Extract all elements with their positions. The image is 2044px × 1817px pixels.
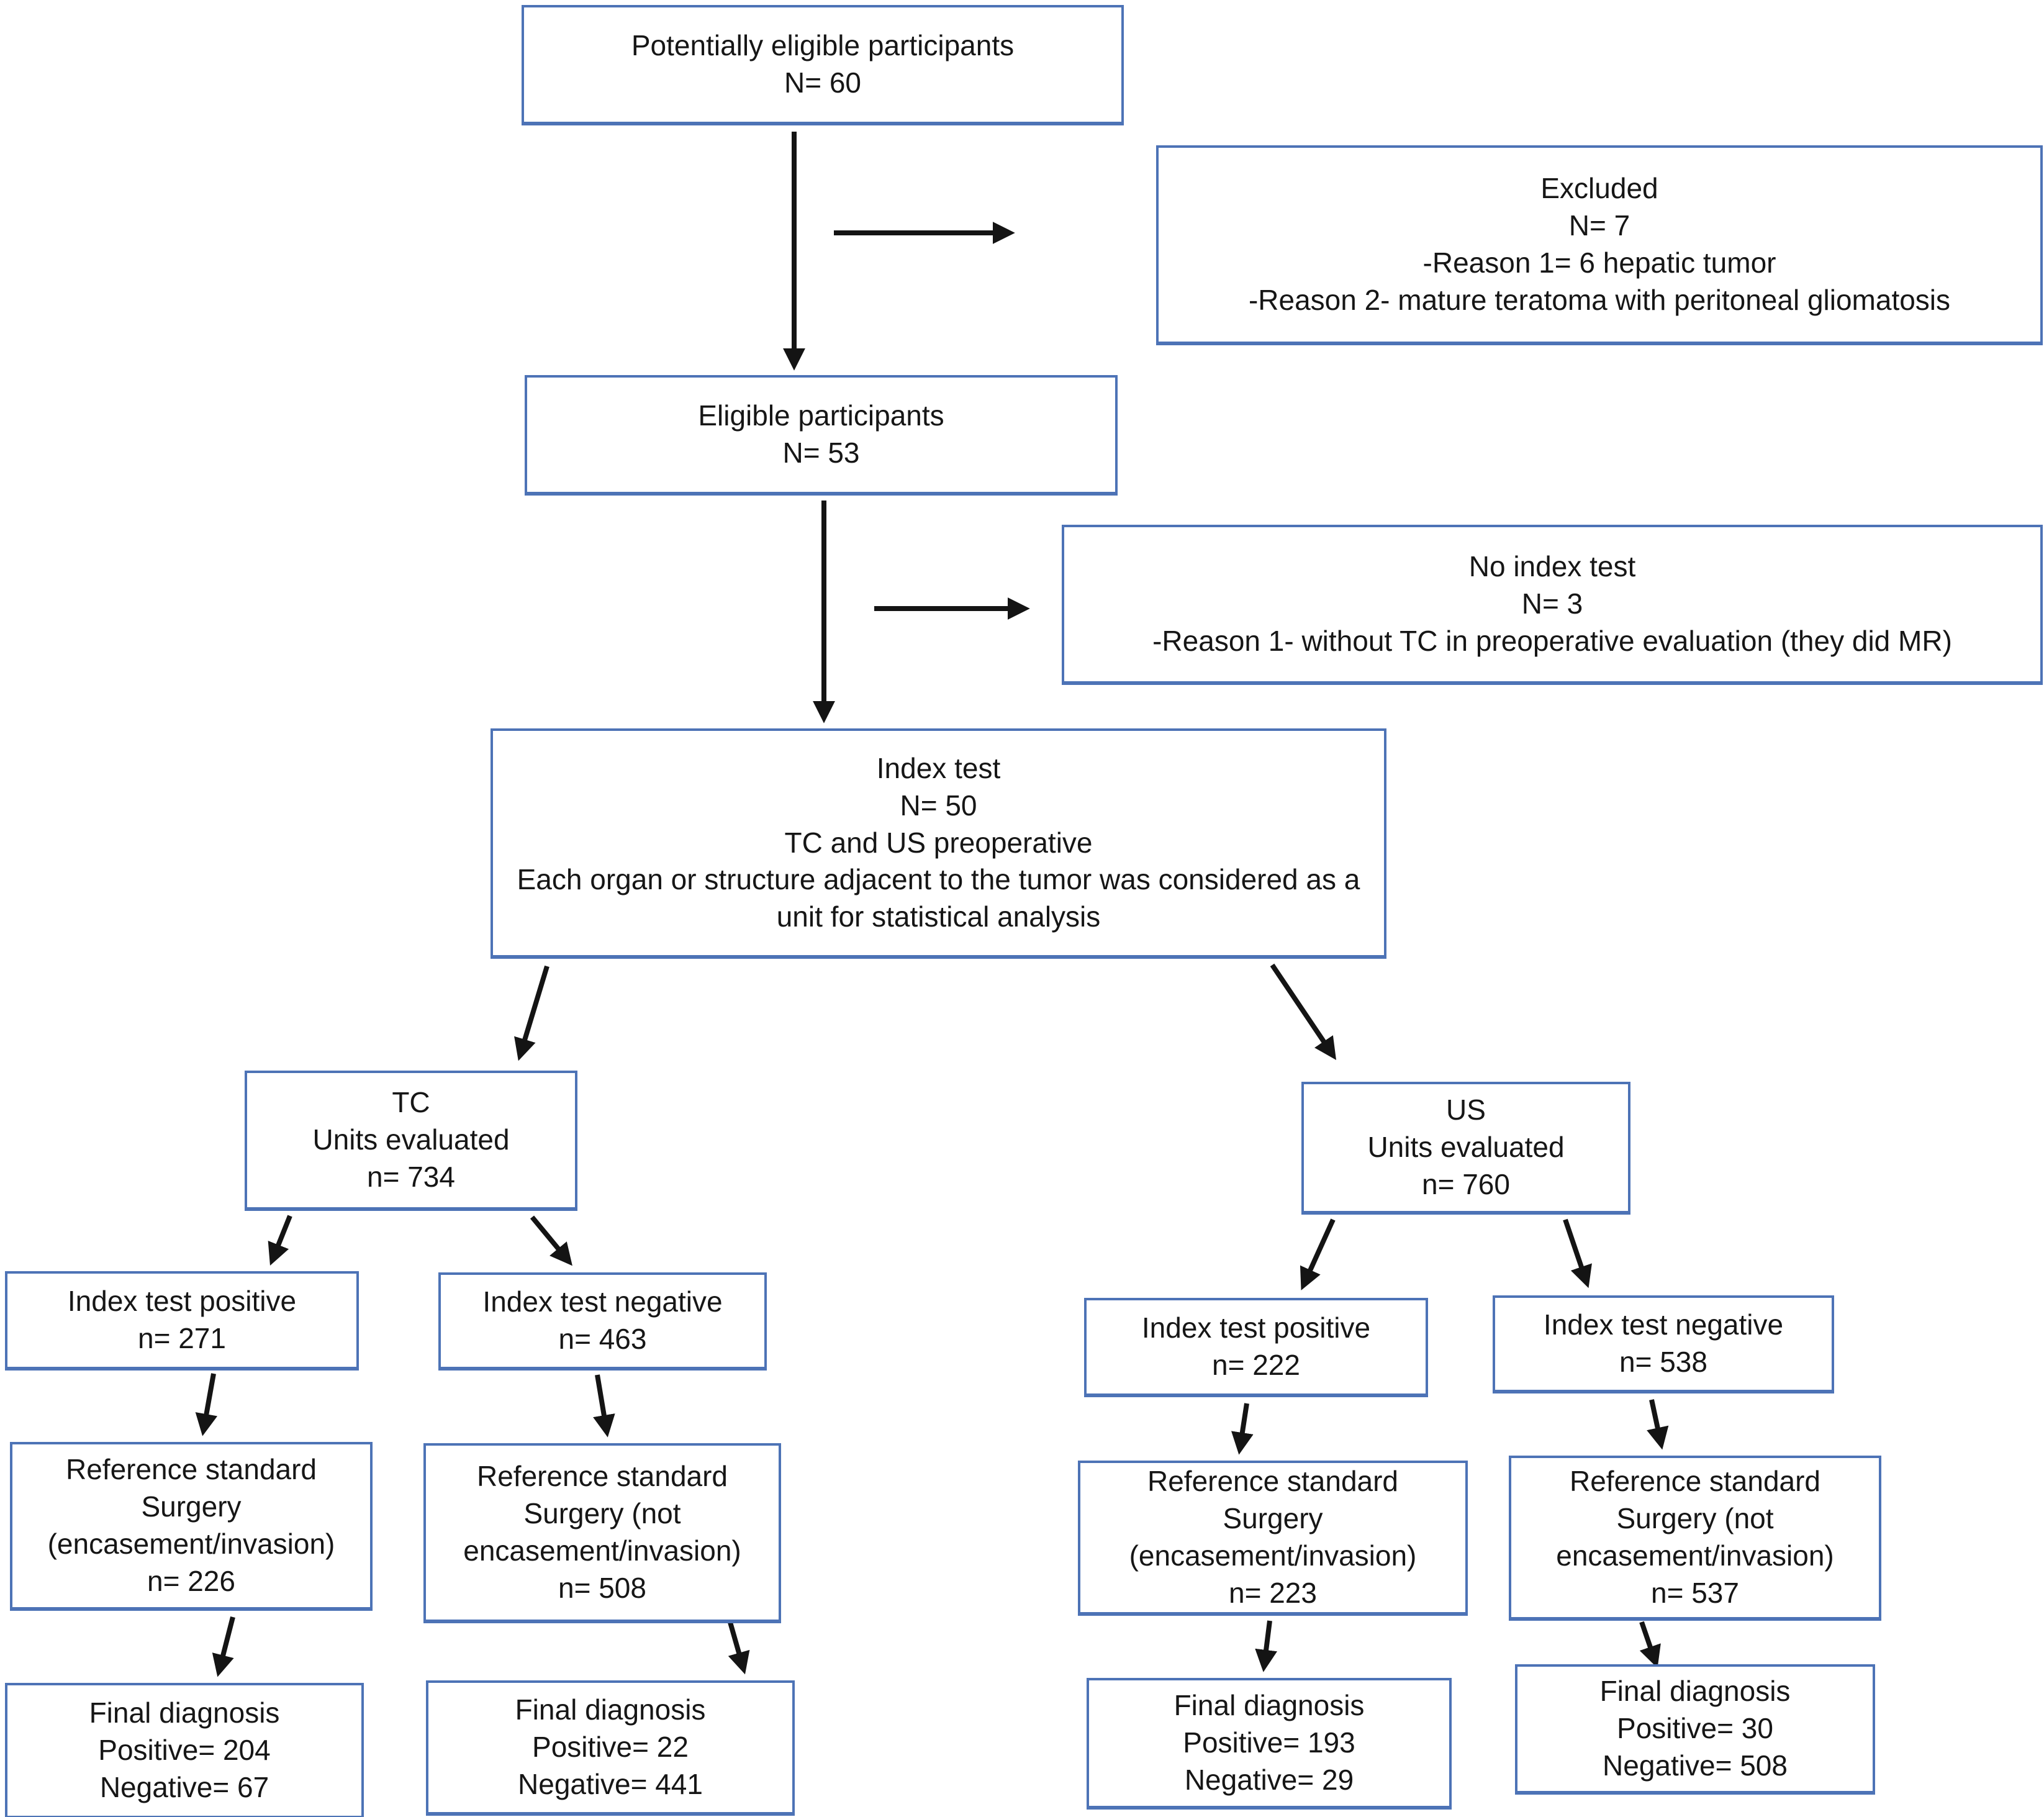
box-text-line: Positive= 193 [1183,1726,1355,1759]
box-text-line: Positive= 30 [1617,1712,1773,1745]
arrow-us-negative-to-reference [1647,1399,1669,1450]
box-us-index-test-negative: Index test negative n= 538 [1493,1295,1834,1393]
box-text-line: Units evaluated [312,1123,510,1156]
arrow-tc-negative-to-reference [593,1374,615,1438]
box-text-line: Index test positive [1141,1312,1371,1344]
box-text-line: N= 7 [1568,209,1630,242]
box-text-line: Excluded [1540,172,1658,205]
box-text-line: Each organ or structure adjacent to the … [517,863,1360,933]
box-text-line: -Reason 1= 6 hepatic tumor [1422,247,1776,279]
arrow-us-to-index-positive [1300,1218,1336,1290]
box-no-index-test: No index test N= 3 -Reason 1- without TC i… [1062,525,2043,685]
box-excluded: Excluded N= 7 -Reason 1= 6 hepatic tumor -R… [1156,145,2043,345]
box-text-line: US [1446,1094,1486,1126]
arrow-tc-to-index-positive [268,1215,292,1266]
box-text-line: Final diagnosis [1599,1675,1791,1708]
box-text-line: N= 50 [900,789,977,822]
box-text-line: Surgery [141,1490,242,1523]
box-text-line: Final diagnosis [515,1693,706,1726]
box-tc-index-test-negative: Index test negative n= 463 [438,1272,767,1371]
arrow-us-positive-to-final [1255,1620,1277,1672]
box-text-line: Surgery (not [1616,1502,1774,1535]
arrow-tc-negative-to-final [726,1615,750,1675]
arrow-us-negative-to-final [1639,1621,1661,1669]
box-text-line: n= 537 [1651,1576,1739,1609]
box-text-line: Reference standard [65,1453,317,1486]
box-text-line: Eligible participants [698,399,944,432]
box-text-line: n= 538 [1619,1346,1707,1378]
box-text-line: Negative= 508 [1603,1749,1788,1782]
box-text-line: Positive= 204 [98,1734,271,1767]
arrow-us-positive-to-reference [1231,1403,1254,1455]
box-text-line: Index test negative [482,1285,723,1318]
box-text-line: Reference standard [476,1460,728,1493]
box-text-line: n= 463 [558,1323,647,1355]
box-text-line: N= 3 [1521,587,1583,620]
box-text-line: encasement/invasion) [1556,1539,1834,1572]
box-text-line: Negative= 441 [518,1767,703,1800]
box-text-line: TC and US preoperative [784,826,1093,859]
box-text-line: Negative= 67 [99,1770,269,1803]
arrow-tc-to-index-negative [530,1215,572,1266]
box-eligible: Eligible participants N= 53 [525,375,1118,496]
box-text-line: n= 223 [1229,1576,1317,1609]
box-text-line: n= 760 [1422,1167,1510,1200]
box-text-line: Index test positive [67,1285,297,1318]
box-text-line: Final diagnosis [89,1697,280,1729]
arrow-tc-positive-to-final [212,1616,235,1677]
box-text-line: Final diagnosis [1173,1689,1365,1722]
box-text-line: TC [392,1086,430,1119]
box-text-line: Index test negative [1543,1308,1784,1341]
box-text-line: N= 53 [782,437,860,469]
box-text-line: -Reason 2- mature teratoma with peritone… [1248,283,1951,316]
box-text-line: n= 508 [558,1571,646,1604]
arrow-index-test-to-us [1270,963,1337,1060]
box-text-line: Units evaluated [1367,1131,1565,1164]
box-text-line: (encasement/invasion) [47,1528,335,1560]
box-text-line: n= 222 [1212,1349,1300,1381]
box-text-line: No index test [1468,550,1636,583]
arrow-us-to-index-negative [1563,1218,1592,1289]
box-text-line: Reference standard [1147,1465,1399,1498]
arrow-tc-positive-to-reference [195,1373,218,1436]
box-text-line: n= 226 [147,1564,235,1597]
box-text-line: N= 60 [784,66,862,99]
box-text-line: Surgery [1223,1502,1323,1535]
box-tc-index-test-positive: Index test positive n= 271 [5,1271,359,1371]
box-us-index-test-positive: Index test positive n= 222 [1084,1298,1428,1397]
box-potentially-eligible: Potentially eligible participants N= 60 [522,5,1124,125]
box-text-line: Positive= 22 [532,1731,689,1764]
box-text-line: Potentially eligible participants [631,29,1015,62]
box-text-line: n= 734 [367,1160,455,1193]
box-text-line: -Reason 1- without TC in preoperative ev… [1152,624,1952,657]
box-text-line: Reference standard [1569,1465,1821,1498]
box-text-line: encasement/invasion) [463,1534,741,1567]
box-text-line: Surgery (not [523,1497,681,1530]
box-text-line: Negative= 29 [1184,1763,1354,1796]
arrow-index-test-to-tc [514,965,549,1061]
box-text-line: (encasement/invasion) [1129,1539,1417,1572]
box-tc-units-evaluated: TC Units evaluated n= 734 [245,1071,577,1211]
box-text-line: Index test [876,752,1001,784]
box-text-line: n= 271 [138,1322,226,1354]
